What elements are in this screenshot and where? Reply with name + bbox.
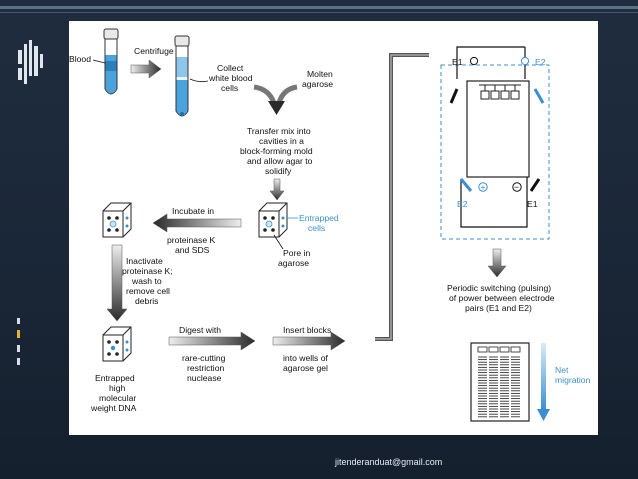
centrifuged-tube-icon [174,35,190,117]
agarose-block-dna-icon [102,326,132,362]
footer-email: jitenderanduat@gmail.com [335,457,443,467]
arrow-down-to-block-icon [269,178,285,201]
top-border-bar [0,6,638,9]
result-gel-icon [470,342,530,422]
label-entrapped-dna-3: molecular [99,393,136,403]
arrow-insert-icon [272,331,346,351]
arrow-periodic-icon [487,248,507,278]
label-e2-top: E2 [535,57,546,67]
label-transfer-4: and allow agar to [247,156,313,166]
label-entrapped-cells-1: Entrapped [299,213,339,223]
label-inactivate-3: wash to [131,276,162,286]
label-transfer-5: solidify [265,166,292,176]
label-digest-1: Digest with [179,325,221,335]
top-border-line [0,12,638,13]
gel-apparatus-icon [440,46,550,240]
label-periodic-1: Periodic switching (pulsing) [447,283,551,293]
label-entrapped-dna-1: Entrapped [95,373,135,383]
label-insert-1: Insert blocks [283,325,331,335]
left-edge-decoration [17,40,43,365]
arrow-digest-icon [168,331,256,351]
label-blood: Blood [69,54,91,64]
pfge-diagram: Blood Centrifuge Collect white blood cel… [69,28,591,422]
label-incubate-1: Incubate in [172,206,214,216]
label-inactivate-1: Inactivate [126,256,163,266]
label-transfer-3: block-forming mold [240,146,313,156]
label-transfer-1: Transfer mix into [247,126,311,136]
label-entrapped-dna-2: high [109,383,125,393]
label-insert-3: agarose gel [283,363,328,373]
label-incubate-3: and SDS [175,245,210,255]
blood-tube-icon [103,28,119,95]
agarose-block-incubated-icon [102,202,132,238]
merge-arrow-icon [253,84,298,115]
arrow-incubate-icon [152,213,242,233]
net-migration-arrow-icon [537,343,550,421]
label-digest-3: restriction [187,363,224,373]
label-pore-2: agarose [278,258,309,268]
label-inactivate-5: debris [135,296,158,306]
label-periodic-3: pairs (E1 and E2) [465,303,532,313]
label-incubate-2: proteinase K [167,235,216,245]
label-insert-2: into wells of [283,353,329,363]
label-digest-2: rare-cutting [182,353,226,363]
label-minus: − [514,182,519,192]
label-inactivate-4: remove cell [126,286,170,296]
label-centrifuge: Centrifuge [134,46,174,56]
label-molten-2: agarose [302,79,333,89]
label-collect-1: Collect [217,63,244,73]
label-inactivate-2: proteinase K; [122,266,173,276]
label-pore-1: Pore in [283,248,310,258]
label-net-migration-1: Net [555,365,569,375]
label-entrapped-cells-2: cells [308,223,325,233]
label-collect-2: white blood [208,73,253,83]
label-e1-bottom: E1 [527,199,538,209]
diagram-panel: Blood Centrifuge Collect white blood cel… [69,21,598,435]
label-digest-4: nuclease [187,373,222,383]
arrow-inactivate-icon [106,244,128,322]
connector-line-icon [375,53,429,341]
label-plus: + [481,182,486,192]
arrow-to-centrifuge-icon [130,59,162,79]
label-molten-1: Molten [307,69,333,79]
label-net-migration-2: migration [555,375,591,385]
label-e1-top: E1 [452,57,463,67]
label-periodic-2: of power between electrode [449,293,555,303]
agarose-block-cells-icon [258,202,288,238]
label-e2-bottom: E2 [457,199,468,209]
label-entrapped-dna-4: weight DNA [90,403,137,413]
label-transfer-2: cavities in a [259,136,304,146]
label-collect-3: cells [221,83,238,93]
